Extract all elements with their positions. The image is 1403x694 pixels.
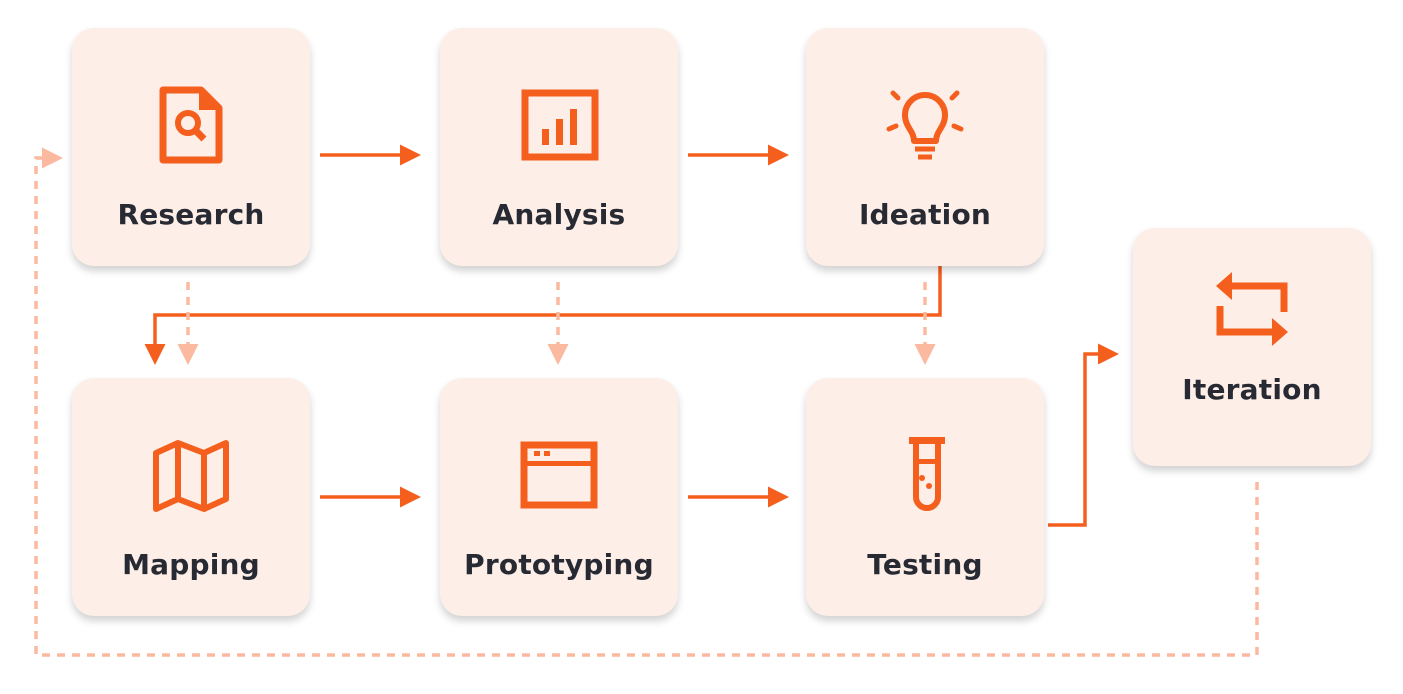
step-label: Mapping (122, 548, 260, 581)
step-research: Research (72, 28, 310, 266)
map-icon (153, 440, 229, 512)
bar-chart-icon (521, 89, 599, 161)
test-tube-icon (909, 437, 945, 511)
step-testing: Testing (806, 378, 1044, 616)
arrow-ideation-mapping (144, 266, 942, 365)
arrow-testing-iteration (1048, 343, 1119, 527)
step-ideation: Ideation (806, 28, 1044, 266)
repeat-icon (1216, 272, 1288, 346)
step-mapping: Mapping (72, 378, 310, 616)
step-label: Iteration (1182, 373, 1322, 406)
step-prototyping: Prototyping (440, 378, 678, 616)
step-label: Prototyping (464, 548, 654, 581)
step-analysis: Analysis (440, 28, 678, 266)
browser-window-icon (520, 441, 598, 509)
step-label: Analysis (492, 198, 626, 231)
step-iteration: Iteration (1133, 228, 1371, 466)
dashed-feedback-iteration-research (34, 147, 1259, 657)
step-label: Ideation (858, 198, 992, 231)
document-search-icon (159, 86, 223, 164)
lightbulb-icon (886, 90, 964, 160)
step-label: Research (117, 198, 265, 231)
step-label: Testing (867, 548, 983, 581)
